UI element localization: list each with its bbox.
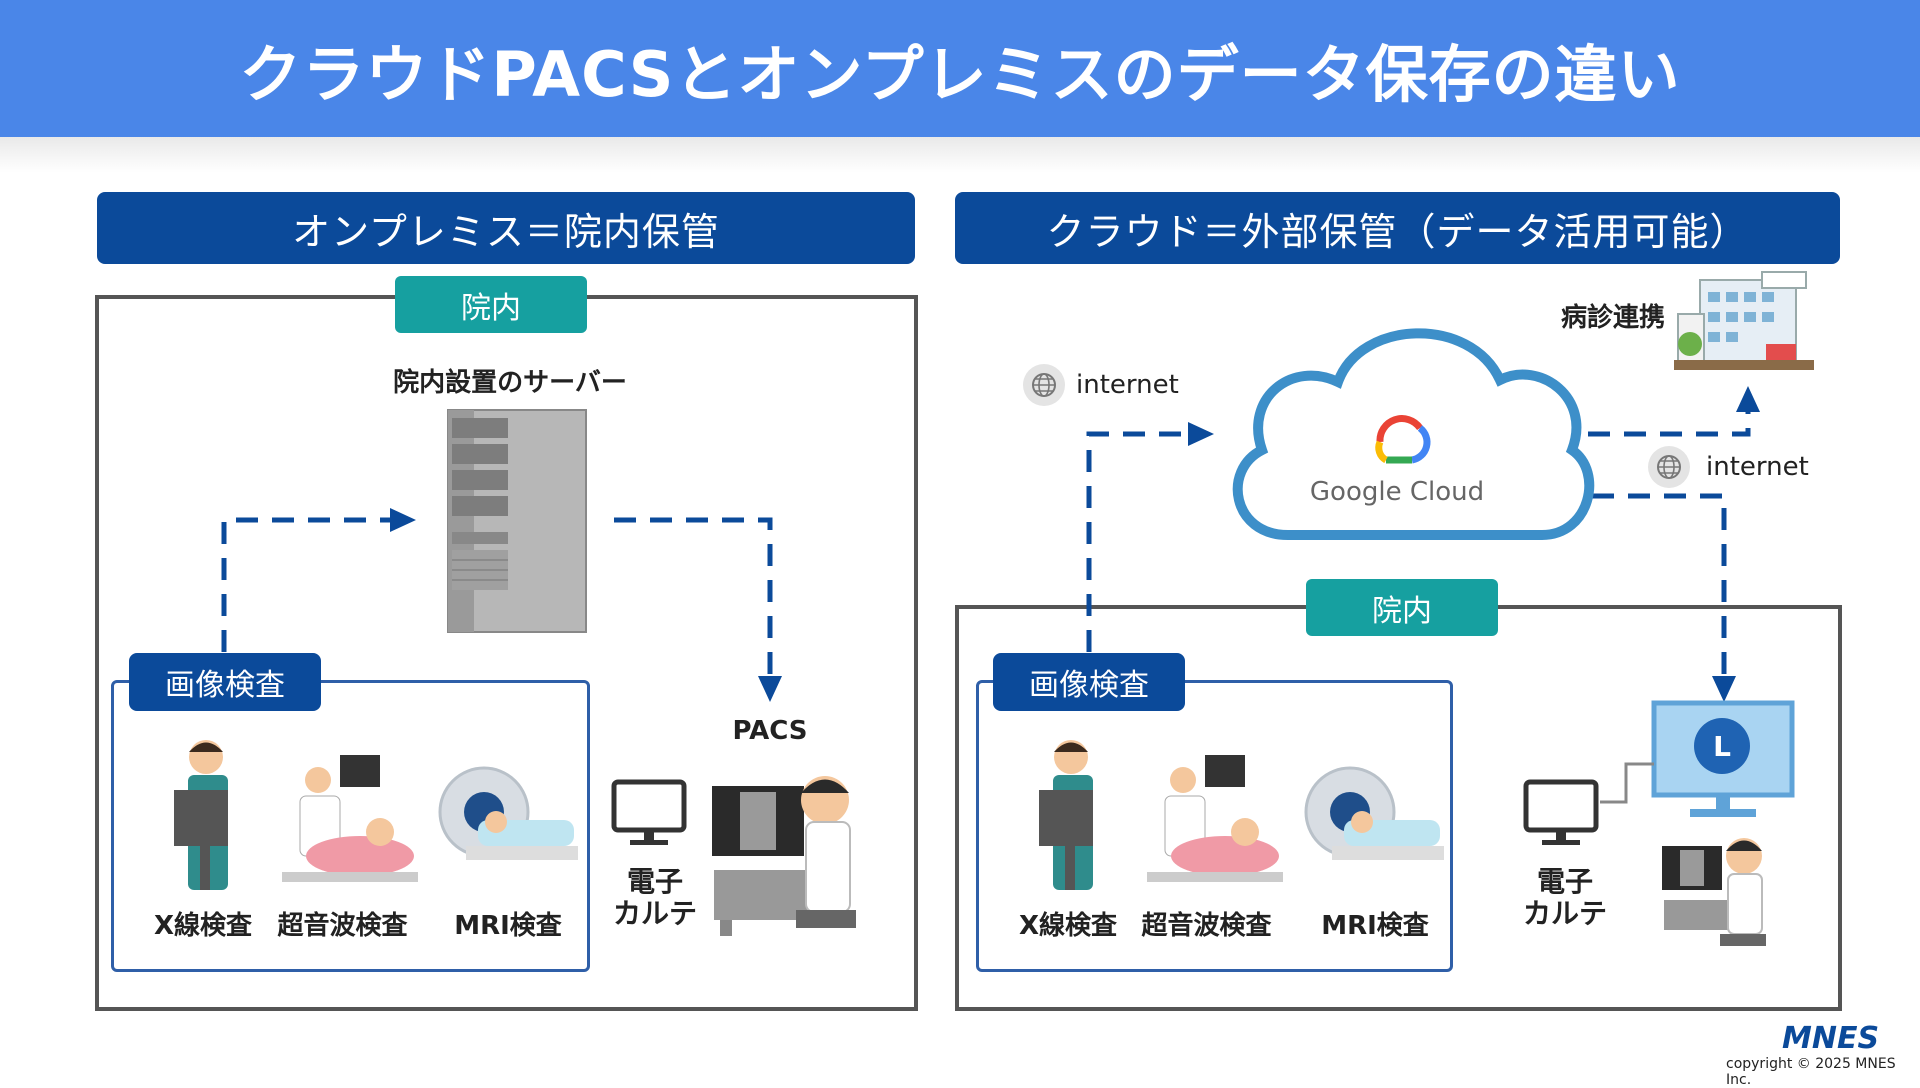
google-cloud-icon: Google Cloud: [1232, 328, 1595, 540]
cloud-emr-line2: カルテ: [1522, 897, 1607, 930]
onprem-header: オンプレミス＝院内保管: [97, 192, 915, 264]
internet-label-1: internet: [1076, 370, 1179, 400]
onprem-emr-line1: 電子: [626, 865, 683, 898]
onprem-exam-xray: X線検査: [153, 911, 253, 941]
cloud-header-text: クラウド＝外部保管（データ活用可能）: [1046, 209, 1749, 254]
cloud-emr-line1: 電子: [1536, 865, 1593, 898]
cloud-exam-tab: 画像検査: [993, 653, 1185, 711]
onprem-tab-innai: 院内: [395, 276, 587, 333]
cloud-arrow-to-collab: [1588, 412, 1751, 437]
onprem-header-text: オンプレミス＝院内保管: [292, 209, 720, 254]
hospital-building-icon: [1674, 271, 1814, 370]
cloud-exam-ultrasound: 超音波検査: [1141, 911, 1272, 941]
mnes-logo: MNES: [1782, 1021, 1902, 1056]
cloud-emr-label: 電子 カルテ: [1510, 866, 1620, 930]
cloud-exam-mri: MRI検査: [1321, 911, 1429, 941]
arrowhead-icon: [1188, 422, 1214, 446]
cloud-exam-xray: X線検査: [1018, 911, 1118, 941]
globe-icon-2: [1648, 446, 1690, 488]
onprem-exam-tab: 画像検査: [129, 653, 321, 711]
google-cloud-label: Google Cloud: [1310, 477, 1484, 507]
cloud-tab-innai: 院内: [1306, 579, 1498, 636]
page-title: クラウドPACSとオンプレミスのデータ保存の違い: [239, 37, 1681, 111]
pacs-label: PACS: [732, 716, 808, 746]
server-label: 院内設置のサーバー: [393, 368, 627, 398]
cloud-header: クラウド＝外部保管（データ活用可能）: [955, 192, 1840, 264]
title-bar: クラウドPACSとオンプレミスのデータ保存の違い: [0, 0, 1920, 137]
copyright: copyright © 2025 MNES Inc.: [1726, 1056, 1896, 1088]
internet-label-2: internet: [1706, 452, 1809, 482]
title-shadow: [0, 137, 1920, 173]
onprem-exam-mri: MRI検査: [454, 911, 562, 941]
cloud-tab-label: 院内: [1372, 593, 1432, 629]
mnes-logo-text: MNES: [1782, 1022, 1879, 1052]
onprem-emr-line2: カルテ: [612, 897, 697, 930]
onprem-exam-ultrasound: 超音波検査: [277, 911, 408, 941]
onprem-exam-tab-label: 画像検査: [165, 668, 285, 703]
arrowhead-icon: [1736, 386, 1760, 412]
onprem-emr-label: 電子 カルテ: [600, 866, 710, 930]
collab-label: 病診連携: [1560, 303, 1665, 333]
onprem-tab-label: 院内: [461, 290, 521, 326]
globe-icon-1: [1023, 364, 1065, 406]
cloud-exam-tab-label: 画像検査: [1029, 668, 1149, 703]
